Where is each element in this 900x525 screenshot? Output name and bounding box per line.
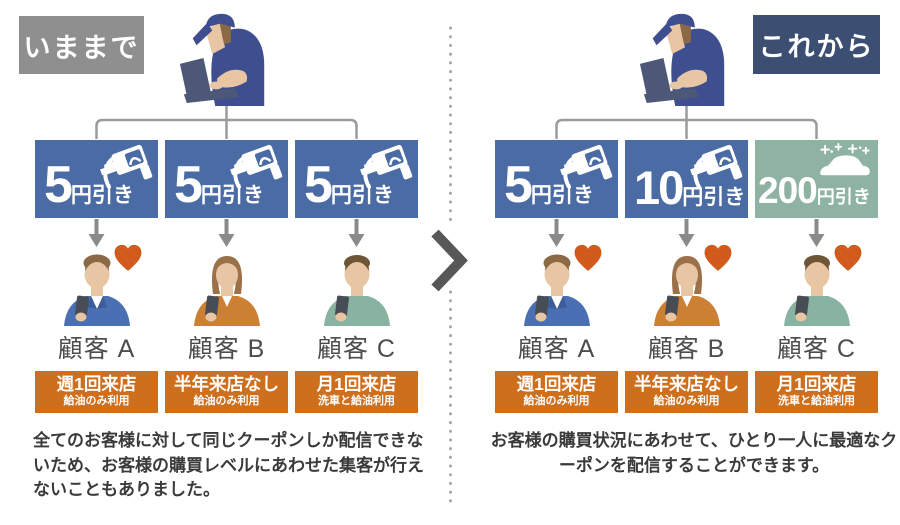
coupon-card: 5 円引き: [165, 140, 288, 218]
down-arrow: [808, 219, 825, 247]
coupon-text: 5 円引き: [304, 159, 394, 211]
down-arrow: [548, 219, 565, 247]
coupon-text: 10 円引き: [634, 164, 745, 211]
coupon-amount: 10: [634, 161, 684, 214]
after-description: お客様の購買状況にあわせて、ひとり一人に最適なクーポンを配信することができます。: [490, 431, 898, 475]
coupon-card: 5 円引き: [495, 140, 618, 218]
coupon-amount: 5: [174, 156, 203, 214]
visit-frequency: 半年来店なし: [174, 374, 279, 394]
coupon-text: 200 円引き: [758, 172, 871, 209]
service-usage: 洗車と給油利用: [778, 395, 855, 407]
coupon-unit: 円引き: [70, 184, 134, 207]
coupon-text: 5 円引き: [174, 159, 264, 211]
heart-icon: [704, 244, 732, 271]
customer-status-box: 月1回来店 洗車と給油利用: [295, 371, 418, 413]
coupon-card: 5 円引き: [35, 140, 158, 218]
staff-at-laptop-illustration: [639, 13, 725, 106]
customer-status-box: 週1回来店 給油のみ利用: [35, 371, 158, 413]
service-usage: 洗車と給油利用: [318, 395, 395, 407]
coupon-amount: 5: [504, 156, 533, 214]
visit-frequency: 月1回来店: [776, 374, 857, 394]
customer-name: 顧客 B: [187, 335, 266, 363]
before-description: 全てのお客様に対して同じクーポンしか配信できないため、お客様の購買レベルにあわせ…: [33, 431, 424, 500]
after-label: これから: [753, 15, 880, 74]
service-usage: 給油のみ利用: [523, 395, 590, 407]
down-arrow: [218, 219, 235, 247]
service-usage: 給油のみ利用: [63, 395, 130, 407]
customer-name: 顧客 B: [647, 335, 726, 363]
transition-chevron-icon: [431, 229, 468, 292]
coupon-card: 10 円引き: [625, 140, 748, 218]
customer-status-box: 月1回来店 洗車と給油利用: [755, 371, 878, 413]
visit-frequency: 月1回来店: [316, 374, 397, 394]
visit-frequency: 週1回来店: [56, 374, 137, 394]
coupon-unit: 円引き: [330, 184, 394, 207]
heart-icon: [574, 244, 602, 271]
coupon-unit: 円引き: [682, 186, 746, 209]
coupon-amount: 200: [758, 170, 818, 211]
tree-connector-left: [95, 102, 358, 139]
coupon-unit: 円引き: [530, 184, 594, 207]
coupon-text: 5 円引き: [504, 159, 594, 211]
heart-icon: [114, 244, 142, 271]
customer-name: 顧客 A: [517, 335, 596, 363]
customer-status-box: 半年来店なし 給油のみ利用: [165, 371, 288, 413]
heart-icon: [834, 244, 862, 271]
coupon-unit: 円引き: [200, 184, 264, 207]
staff-at-laptop-illustration: [179, 13, 265, 106]
coupon-amount: 5: [44, 156, 73, 214]
customer-status-box: 週1回来店 給油のみ利用: [495, 371, 618, 413]
customer-name: 顧客 A: [57, 335, 136, 363]
customer-c-illustration: [324, 255, 390, 326]
service-usage: 給油のみ利用: [193, 395, 260, 407]
tree-connector-right: [555, 102, 818, 139]
coupon-text: 5 円引き: [44, 159, 134, 211]
coupon-card: 5 円引き: [295, 140, 418, 218]
visit-frequency: 半年来店なし: [634, 374, 739, 394]
service-usage: 給油のみ利用: [653, 395, 720, 407]
down-arrow: [88, 219, 105, 247]
customer-name: 顧客 C: [776, 335, 856, 363]
coupon-amount: 5: [304, 156, 333, 214]
coupon-unit: 円引き: [816, 187, 871, 207]
down-arrow: [678, 219, 695, 247]
customer-name: 顧客 C: [316, 335, 396, 363]
coupon-card: 200 円引き: [755, 140, 878, 218]
customer-status-box: 半年来店なし 給油のみ利用: [625, 371, 748, 413]
visit-frequency: 週1回来店: [516, 374, 597, 394]
customer-b-illustration: [194, 256, 260, 326]
before-label: いままで: [19, 16, 144, 74]
down-arrow: [348, 219, 365, 247]
